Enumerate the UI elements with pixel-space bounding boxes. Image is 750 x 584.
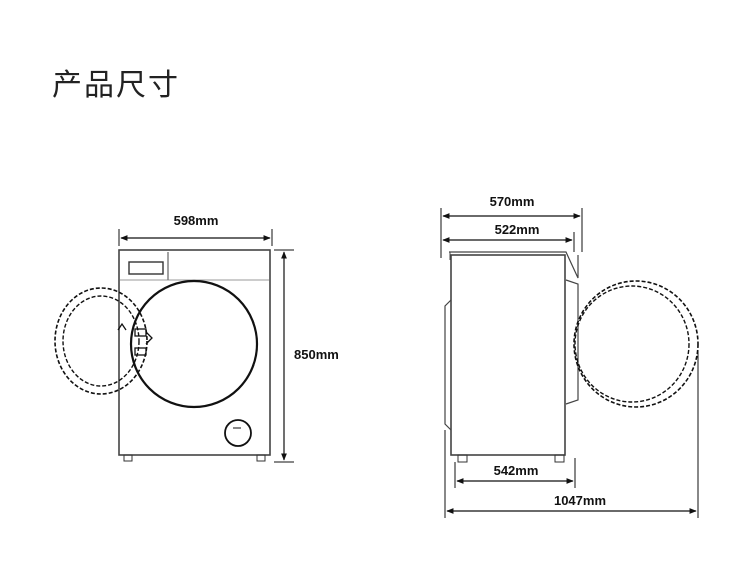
service-hatch <box>224 419 252 447</box>
door-porthole <box>129 279 259 409</box>
depth-door-open-label: 1047mm <box>554 493 606 508</box>
front-width-label: 598mm <box>174 213 219 228</box>
washer-cabinet-side <box>450 254 566 456</box>
door-open-dashed <box>54 287 148 395</box>
side-view: 570mm 522mm 542mm 1047mm <box>440 194 699 518</box>
side-door-open-dashed <box>573 280 699 408</box>
depth-top-label: 570mm <box>490 194 535 209</box>
detergent-drawer <box>128 261 164 275</box>
page-title: 产品尺寸 <box>52 68 180 103</box>
depth-body-label: 522mm <box>495 222 540 237</box>
washer-cabinet-front <box>118 249 271 456</box>
front-height-label: 850mm <box>294 347 339 362</box>
depth-base-label: 542mm <box>494 463 539 478</box>
front-view: 598mm 850mm <box>54 213 339 463</box>
